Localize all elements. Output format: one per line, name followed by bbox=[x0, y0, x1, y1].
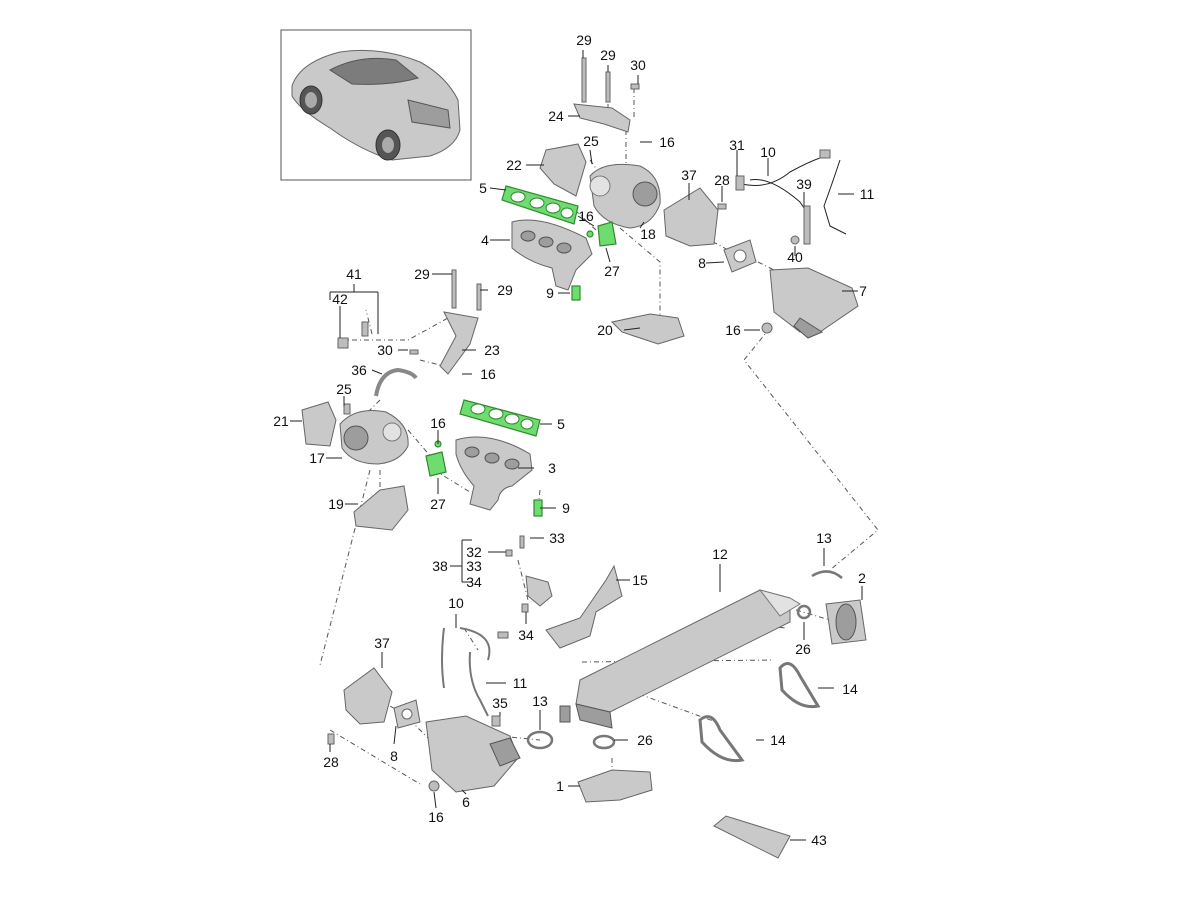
callout-4: 4 bbox=[481, 232, 489, 248]
callout-11: 11 bbox=[860, 186, 875, 202]
callout-39: 39 bbox=[796, 176, 812, 192]
parts-lower bbox=[327, 535, 867, 859]
callout-28: 28 bbox=[323, 754, 339, 770]
tailpipe-43 bbox=[713, 815, 791, 859]
callout-17: 17 bbox=[309, 450, 325, 466]
callout-29: 29 bbox=[414, 266, 430, 282]
callout-7: 7 bbox=[859, 283, 867, 299]
callout-37: 37 bbox=[681, 167, 697, 183]
bolt-30-upper bbox=[630, 83, 640, 90]
callout-16: 16 bbox=[480, 366, 496, 382]
bracket-24 bbox=[573, 103, 631, 133]
callout-14: 14 bbox=[770, 732, 786, 748]
callout-25: 25 bbox=[336, 381, 352, 397]
callout-9: 9 bbox=[546, 285, 554, 301]
callout-16: 16 bbox=[578, 208, 594, 224]
callout-26: 26 bbox=[637, 732, 653, 748]
callout-16: 16 bbox=[428, 809, 444, 825]
callout-29: 29 bbox=[600, 47, 616, 63]
callout-38: 38 bbox=[432, 558, 448, 574]
callout-21: 21 bbox=[273, 413, 289, 429]
bolt-29-upper-left bbox=[581, 57, 587, 103]
callout-40: 40 bbox=[787, 249, 803, 265]
callout-35: 35 bbox=[492, 695, 508, 711]
callout-13: 13 bbox=[816, 530, 832, 546]
callout-14: 14 bbox=[842, 681, 858, 697]
hanger-14-upper bbox=[778, 662, 821, 709]
sensor-9-upper bbox=[571, 285, 581, 301]
callout-10: 10 bbox=[760, 144, 776, 160]
bracket-15 bbox=[545, 564, 623, 649]
callout-labels: 29 29 30 24 25 16 22 5 16 4 18 27 9 20 3… bbox=[273, 32, 874, 848]
parts-middle bbox=[301, 269, 543, 531]
callout-41: 41 bbox=[346, 266, 362, 282]
callout-30: 30 bbox=[630, 57, 646, 73]
exhaust-manifold-4 bbox=[511, 219, 593, 291]
tailpipe-1 bbox=[577, 769, 653, 803]
vehicle-thumbnail bbox=[280, 29, 472, 181]
heat-shield-19 bbox=[353, 485, 409, 531]
callout-33: 33 bbox=[549, 530, 565, 546]
callout-3: 3 bbox=[548, 460, 556, 476]
callout-37: 37 bbox=[374, 635, 390, 651]
callout-43: 43 bbox=[811, 832, 827, 848]
heat-shield-37-lower bbox=[343, 667, 393, 725]
callout-29: 29 bbox=[497, 282, 513, 298]
callout-11: 11 bbox=[513, 675, 528, 691]
callout-5: 5 bbox=[479, 180, 487, 196]
leader-lines bbox=[290, 50, 863, 841]
callout-10: 10 bbox=[448, 595, 464, 611]
catalytic-converter-7 bbox=[769, 267, 859, 333]
gasket-27-middle bbox=[425, 451, 447, 477]
callout-8: 8 bbox=[698, 255, 706, 271]
hanger-14-lower bbox=[698, 715, 745, 763]
parts-upper bbox=[501, 57, 859, 345]
callout-8: 8 bbox=[390, 748, 398, 764]
heat-shield-37-upper bbox=[663, 187, 719, 247]
callout-27: 27 bbox=[604, 263, 620, 279]
callout-20: 20 bbox=[597, 322, 613, 338]
bolt-29-upper-right bbox=[605, 71, 611, 103]
callout-19: 19 bbox=[328, 496, 344, 512]
callout-42: 42 bbox=[332, 291, 348, 307]
callout-31: 31 bbox=[729, 137, 745, 153]
callout-22: 22 bbox=[506, 157, 522, 173]
heat-shield-21 bbox=[301, 401, 337, 447]
callout-29: 29 bbox=[576, 32, 592, 48]
callout-30: 30 bbox=[377, 342, 393, 358]
callout-15: 15 bbox=[632, 572, 648, 588]
callout-34: 34 bbox=[466, 574, 482, 590]
gasket-27-upper bbox=[597, 221, 617, 247]
callout-33: 33 bbox=[466, 558, 482, 574]
callout-1: 1 bbox=[556, 778, 564, 794]
callout-6: 6 bbox=[462, 794, 470, 810]
callout-12: 12 bbox=[712, 546, 728, 562]
callout-2: 2 bbox=[858, 570, 866, 586]
heat-shield-22 bbox=[539, 143, 587, 197]
callout-28: 28 bbox=[714, 172, 730, 188]
callout-26: 26 bbox=[795, 641, 811, 657]
callout-23: 23 bbox=[484, 342, 500, 358]
clamp-13-upper bbox=[811, 570, 843, 579]
callout-16: 16 bbox=[430, 415, 446, 431]
callout-9: 9 bbox=[562, 500, 570, 516]
callout-36: 36 bbox=[351, 362, 367, 378]
callout-25: 25 bbox=[583, 133, 599, 149]
callout-5: 5 bbox=[557, 416, 565, 432]
rear-muffler-12 bbox=[575, 589, 791, 713]
callout-34: 34 bbox=[518, 627, 534, 643]
callout-18: 18 bbox=[640, 226, 656, 242]
bracket-23 bbox=[439, 311, 479, 375]
callout-32: 32 bbox=[466, 544, 482, 560]
callout-27: 27 bbox=[430, 496, 446, 512]
callout-16: 16 bbox=[659, 134, 675, 150]
callout-16: 16 bbox=[725, 322, 741, 338]
callout-13: 13 bbox=[532, 693, 548, 709]
callout-24: 24 bbox=[548, 108, 564, 124]
heat-shield-20 bbox=[610, 313, 685, 345]
catalytic-converter-6 bbox=[425, 715, 519, 793]
